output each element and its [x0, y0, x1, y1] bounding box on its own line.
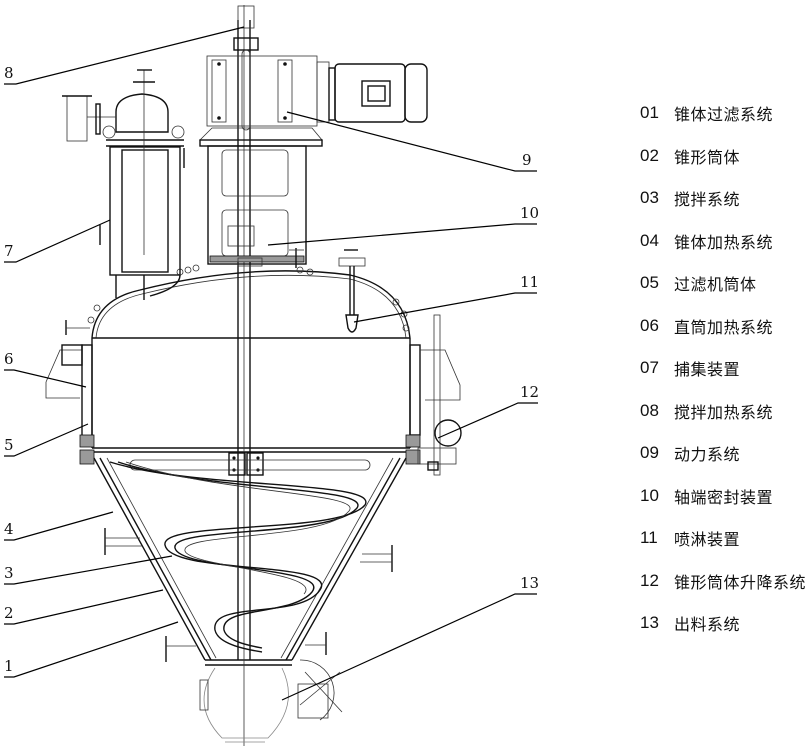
cone-nozzles: [104, 528, 393, 662]
legend-item: 05 过滤机筒体: [640, 262, 810, 305]
legend-label: 过滤机筒体: [674, 275, 757, 295]
cone-shell: [93, 457, 407, 666]
callout-13: 13: [520, 574, 539, 592]
legend-label: 搅拌加热系统: [674, 402, 774, 422]
filter-cylinder-body: [87, 264, 411, 449]
legend-item: 03 搅拌系统: [640, 177, 810, 220]
callout-5: 5: [4, 436, 14, 454]
legend-item: 12 锥形筒体升降系统: [640, 560, 810, 603]
callout-11: 11: [520, 273, 539, 291]
legend-label: 锥体加热系统: [674, 232, 774, 252]
callout-8: 8: [4, 64, 14, 82]
agitator: [109, 5, 371, 746]
legend-label: 搅拌系统: [674, 190, 741, 210]
spray-device: [289, 248, 366, 333]
drive-unit: [199, 5, 428, 267]
legend-item: 09 动力系统: [640, 432, 810, 475]
leader-lines: [4, 26, 538, 701]
legend-label: 锥形筒体升降系统: [674, 572, 807, 592]
legend-item: 01 锥体过滤系统: [640, 92, 810, 135]
discharge-valve: [199, 659, 343, 743]
legend-code: 12: [640, 570, 659, 590]
legend-label: 锥体过滤系统: [674, 105, 774, 125]
legend-item: 11 喷淋装置: [640, 517, 810, 560]
legend-item: 07 捕集装置: [640, 347, 810, 390]
legend-code: 13: [640, 613, 659, 633]
callout-10: 10: [520, 204, 539, 222]
legend-code: 08: [640, 400, 659, 420]
legend-label: 轴端密封装置: [674, 487, 774, 507]
legend-code: 06: [640, 315, 659, 335]
callout-9: 9: [522, 151, 532, 169]
legend-label: 动力系统: [674, 445, 741, 465]
callout-7: 7: [4, 242, 14, 260]
legend-code: 09: [640, 443, 659, 463]
callout-3: 3: [4, 564, 14, 582]
legend-item: 02 锥形筒体: [640, 135, 810, 178]
legend-label: 直筒加热系统: [674, 317, 774, 337]
legend-code: 04: [640, 230, 659, 250]
equipment-drawing: 1 2 3 4 5 6 7 8 9 10 11 12 13: [4, 5, 539, 746]
callout-4: 4: [4, 520, 14, 538]
legend-code: 07: [640, 358, 659, 378]
legend-code: 10: [640, 485, 659, 505]
callout-6: 6: [4, 350, 14, 368]
callout-2: 2: [4, 604, 14, 622]
legend-code: 01: [640, 103, 659, 123]
callout-12: 12: [520, 383, 539, 401]
legend-code: 02: [640, 145, 659, 165]
legend-item: 04 锥体加热系统: [640, 220, 810, 263]
collector-device: [62, 69, 185, 300]
legend-item: 06 直筒加热系统: [640, 305, 810, 348]
legend-code: 03: [640, 188, 659, 208]
legend-code: 11: [640, 528, 658, 548]
callout-labels: 1 2 3 4 5 6 7 8 9 10 11 12 13: [4, 64, 539, 675]
cone-lift-system: [417, 314, 462, 476]
callout-1: 1: [4, 657, 14, 675]
legend-code: 05: [640, 273, 659, 293]
legend-item: 13 出料系统: [640, 602, 810, 645]
legend-item: 10 轴端密封装置: [640, 475, 810, 518]
legend-item: 08 搅拌加热系统: [640, 390, 810, 433]
legend-label: 喷淋装置: [674, 530, 741, 550]
legend-label: 出料系统: [674, 615, 741, 635]
legend-label: 捕集装置: [674, 360, 741, 380]
legend-label: 锥形筒体: [674, 147, 741, 167]
